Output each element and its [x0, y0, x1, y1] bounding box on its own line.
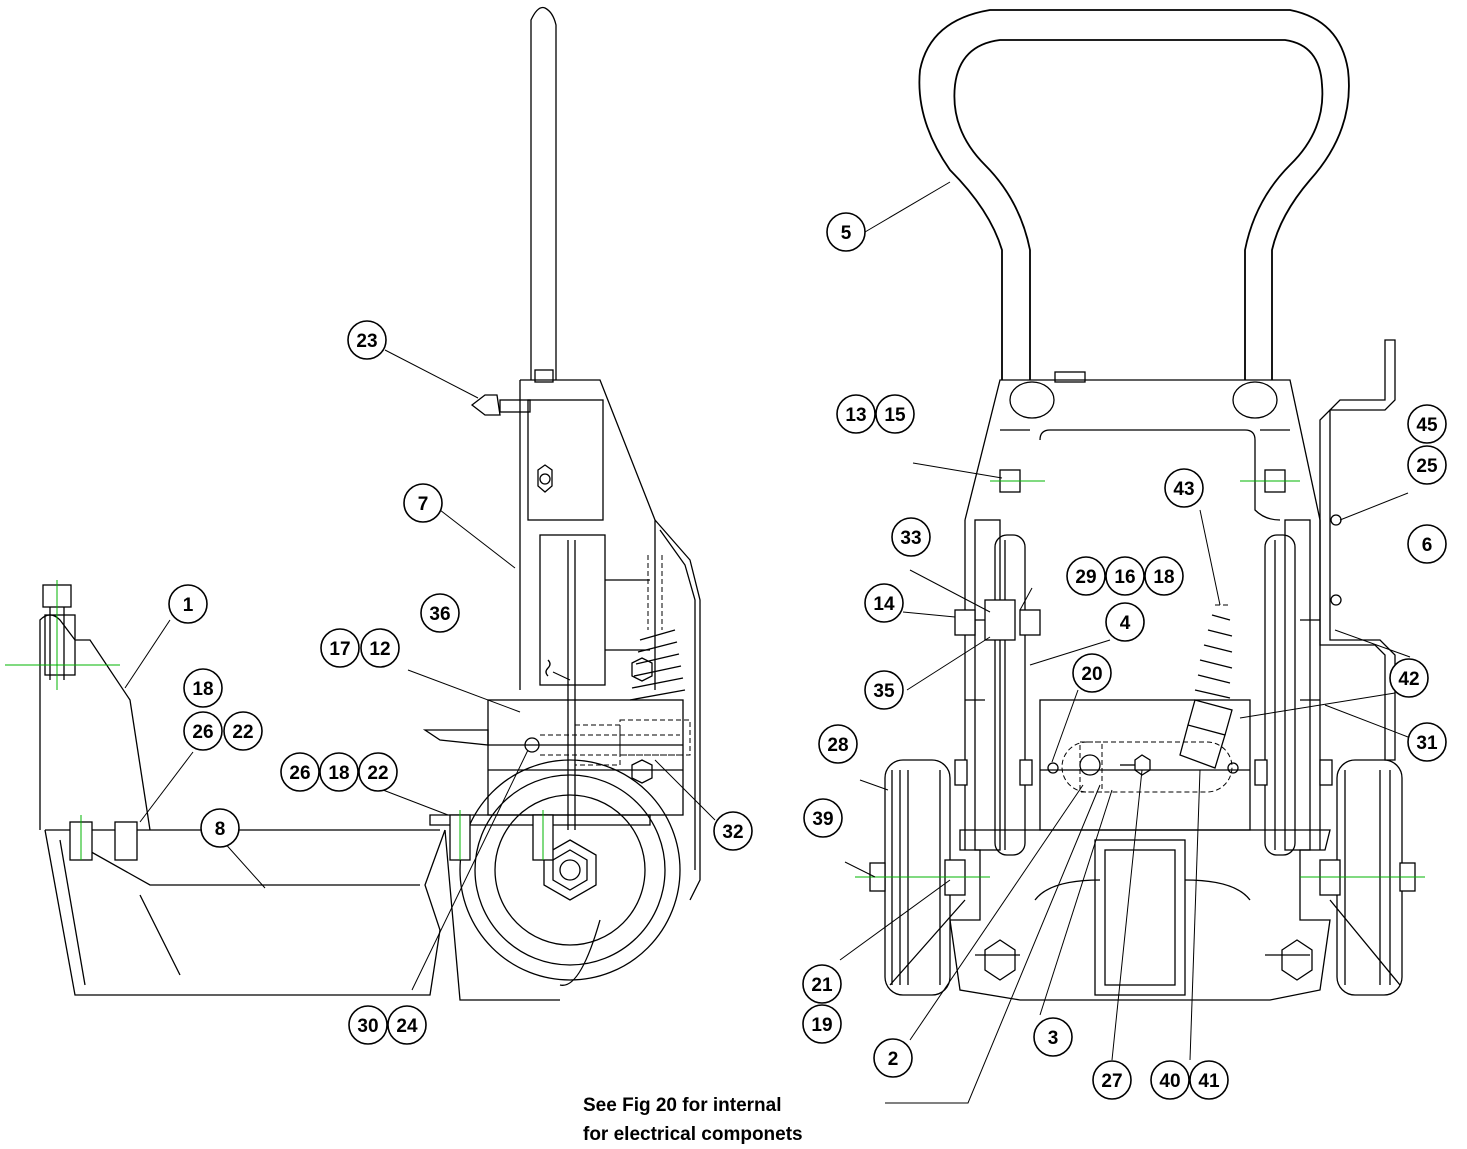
svg-text:22: 22	[367, 763, 388, 784]
balloon-42: 42	[1389, 658, 1429, 698]
balloon-18: 18	[183, 668, 223, 708]
balloon-8: 8	[200, 808, 240, 848]
svg-text:32: 32	[722, 822, 743, 843]
balloon-36: 36	[420, 593, 460, 633]
balloon-25: 25	[1407, 445, 1447, 485]
svg-text:27: 27	[1101, 1071, 1122, 1092]
balloon-41: 41	[1189, 1060, 1229, 1100]
svg-text:41: 41	[1198, 1071, 1220, 1092]
svg-text:25: 25	[1416, 456, 1438, 477]
balloon-5: 5	[826, 212, 866, 252]
front-view	[855, 9, 1425, 1001]
balloon-27: 27	[1092, 1060, 1132, 1100]
balloon-19: 19	[802, 1004, 842, 1044]
balloon-33: 33	[891, 517, 931, 557]
balloon-23: 23	[347, 320, 387, 360]
balloon-14: 14	[864, 583, 904, 623]
balloon-32: 32	[713, 811, 753, 851]
balloon-3: 3	[1033, 1017, 1073, 1057]
svg-text:30: 30	[357, 1016, 378, 1037]
svg-text:18: 18	[192, 679, 213, 700]
svg-text:40: 40	[1159, 1071, 1180, 1092]
svg-text:3: 3	[1048, 1028, 1059, 1049]
balloon-2: 2	[873, 1038, 913, 1078]
balloon-21: 21	[802, 964, 842, 1004]
balloon-6: 6	[1407, 524, 1447, 564]
svg-text:29: 29	[1075, 567, 1096, 588]
svg-text:18: 18	[328, 763, 349, 784]
balloon-24: 24	[387, 1005, 427, 1045]
svg-text:39: 39	[812, 809, 833, 830]
balloon-17: 17	[320, 628, 360, 668]
svg-text:6: 6	[1422, 535, 1433, 556]
balloon-40: 40	[1150, 1060, 1190, 1100]
svg-text:5: 5	[841, 223, 852, 244]
svg-text:12: 12	[369, 639, 390, 660]
balloon-30: 30	[348, 1005, 388, 1045]
svg-text:14: 14	[873, 594, 895, 615]
svg-text:24: 24	[396, 1016, 418, 1037]
balloon-18: 18	[319, 752, 359, 792]
balloon-20: 20	[1072, 653, 1112, 693]
svg-text:18: 18	[1153, 567, 1174, 588]
balloon-39: 39	[803, 798, 843, 838]
svg-text:26: 26	[192, 722, 213, 743]
reference-note: See Fig 20 for internal for electrical c…	[583, 1095, 803, 1145]
balloon-18: 18	[1144, 556, 1184, 596]
svg-text:26: 26	[289, 763, 310, 784]
svg-text:13: 13	[845, 405, 866, 426]
balloon-1: 1	[168, 584, 208, 624]
svg-text:2: 2	[888, 1049, 899, 1070]
balloon-43: 43	[1164, 468, 1204, 508]
svg-text:28: 28	[827, 735, 848, 756]
balloon-22: 22	[223, 711, 263, 751]
svg-text:43: 43	[1173, 479, 1194, 500]
note-line-1: See Fig 20 for internal	[583, 1095, 782, 1116]
svg-text:31: 31	[1416, 733, 1438, 754]
svg-text:42: 42	[1398, 669, 1419, 690]
svg-text:8: 8	[215, 819, 226, 840]
svg-text:21: 21	[811, 975, 833, 996]
svg-text:19: 19	[811, 1015, 832, 1036]
leader-lines	[124, 181, 1411, 1104]
svg-text:17: 17	[329, 639, 350, 660]
svg-text:33: 33	[900, 528, 921, 549]
svg-text:45: 45	[1416, 415, 1438, 436]
svg-text:20: 20	[1081, 664, 1102, 685]
svg-text:16: 16	[1114, 567, 1135, 588]
balloon-28: 28	[818, 724, 858, 764]
side-view	[5, 6, 701, 1001]
balloon-45: 45	[1407, 404, 1447, 444]
balloon-29: 29	[1066, 556, 1106, 596]
balloon-31: 31	[1407, 722, 1447, 762]
balloon-7: 7	[403, 483, 443, 523]
balloon-15: 15	[875, 394, 915, 434]
svg-text:15: 15	[884, 405, 906, 426]
balloon-26: 26	[183, 711, 223, 751]
svg-text:35: 35	[873, 681, 895, 702]
balloon-16: 16	[1105, 556, 1145, 596]
balloon-22: 22	[358, 752, 398, 792]
balloon-26: 26	[280, 752, 320, 792]
svg-text:7: 7	[418, 494, 429, 515]
balloon-13: 13	[836, 394, 876, 434]
balloon-35: 35	[864, 670, 904, 710]
svg-text:4: 4	[1120, 613, 1131, 634]
svg-text:36: 36	[429, 604, 450, 625]
balloon-12: 12	[360, 628, 400, 668]
svg-text:23: 23	[356, 331, 377, 352]
svg-text:1: 1	[183, 595, 194, 616]
note-line-2: for electrical componets	[583, 1124, 803, 1145]
svg-text:22: 22	[232, 722, 253, 743]
balloon-4: 4	[1105, 602, 1145, 642]
